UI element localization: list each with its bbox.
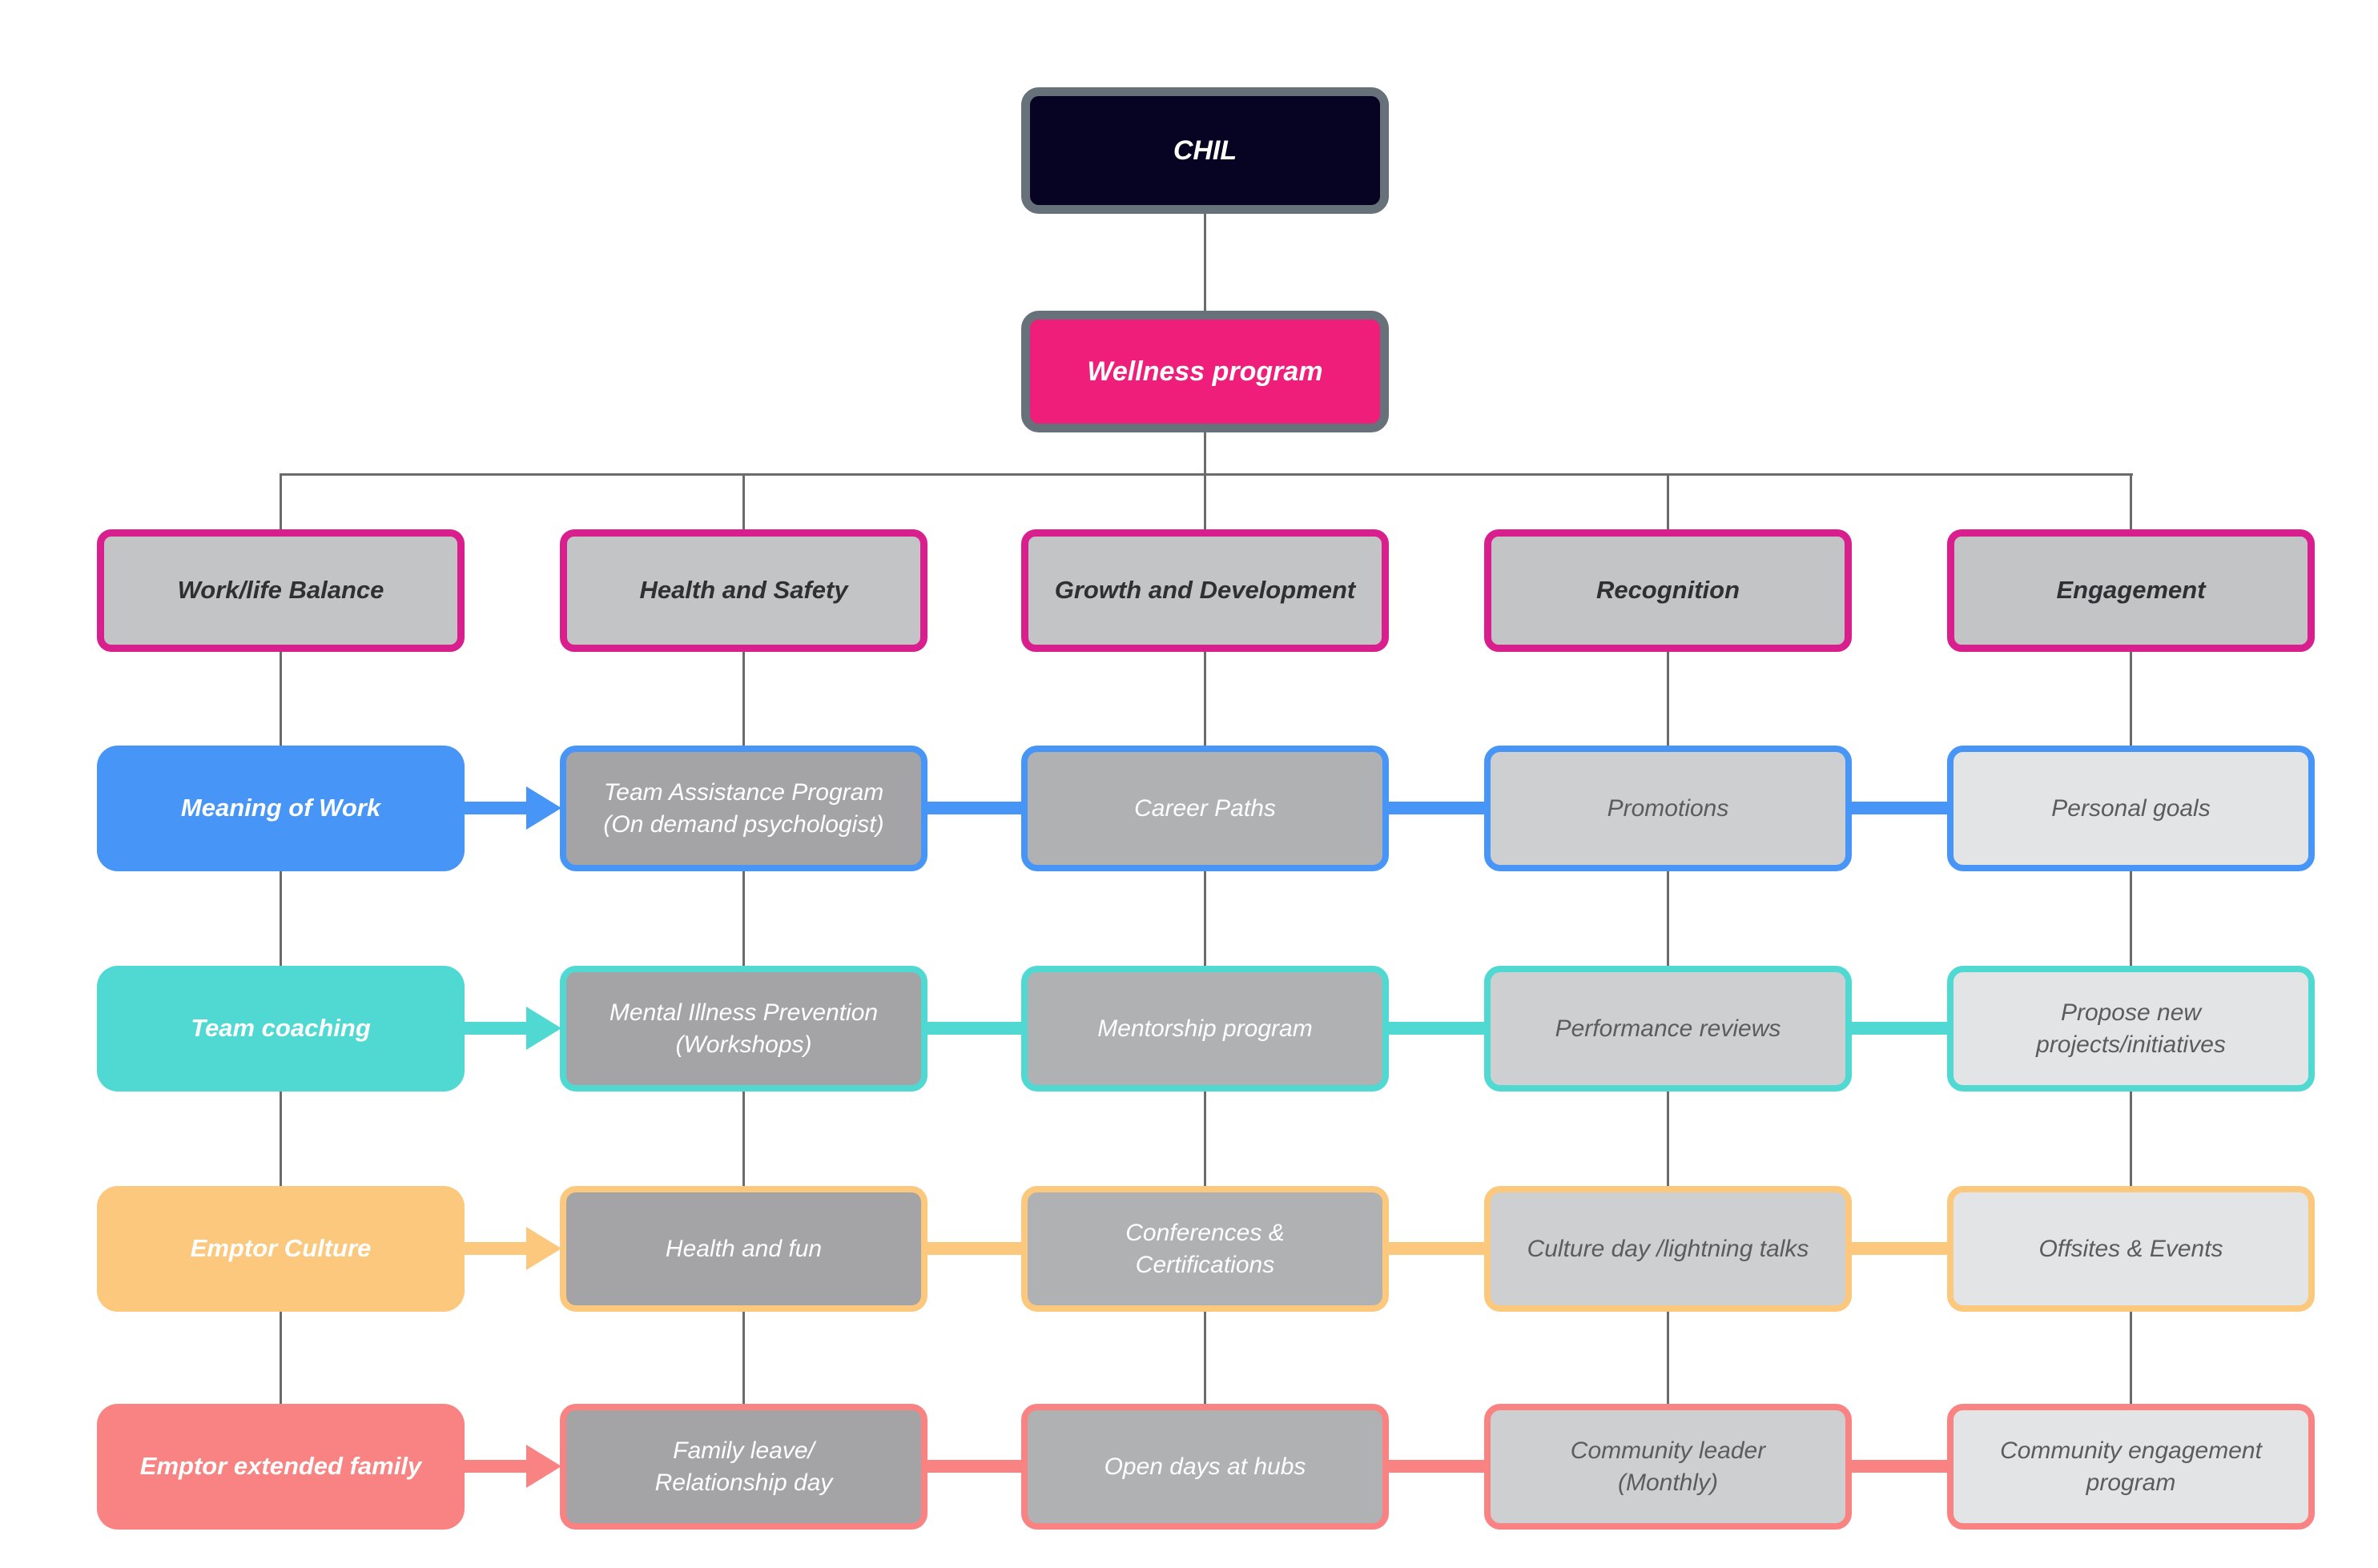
node-emptor-extended-family: Emptor extended family — [97, 1404, 465, 1530]
node-health-and-fun: Health and fun — [560, 1186, 927, 1312]
node-career-paths: Career Paths — [1021, 746, 1389, 871]
connector-bar — [1849, 1460, 1950, 1473]
arrow-right-icon — [526, 786, 561, 830]
node-label: Culture day /lightning talks — [1527, 1235, 1809, 1262]
connector-bar — [1386, 1022, 1487, 1035]
node-label: Promotions — [1607, 794, 1729, 822]
connector-bar — [1849, 802, 1950, 814]
node-label: Meaning of Work — [180, 794, 381, 822]
connector-wellness-stub — [1204, 431, 1206, 475]
node-mentorship-program: Mentorship program — [1021, 966, 1389, 1092]
node-family-leave-relationship-day: Family leave/ Relationship day — [560, 1404, 927, 1530]
node-label: Health and fun — [665, 1235, 823, 1262]
arrow-right-icon — [526, 1227, 561, 1270]
node-label: Personal goals — [2051, 794, 2211, 822]
node-label: Mental Illness Prevention (Workshops) — [609, 999, 879, 1058]
node-label: Recognition — [1595, 576, 1740, 605]
node-label: Emptor Culture — [190, 1234, 372, 1263]
node-offsites-events: Offsites & Events — [1947, 1186, 2315, 1312]
arrow-right-icon — [526, 1445, 561, 1488]
branch-horizontal-line — [280, 473, 2133, 476]
connector-bar — [1386, 802, 1487, 814]
node-open-days-at-hubs: Open days at hubs — [1021, 1404, 1389, 1530]
node-chil: CHIL — [1021, 87, 1389, 214]
node-culture-day-lightning-talks: Culture day /lightning talks — [1484, 1186, 1852, 1312]
node-label: Mentorship program — [1097, 1015, 1313, 1042]
category-recognition: Recognition — [1484, 529, 1852, 652]
node-meaning-of-work: Meaning of Work — [97, 746, 465, 871]
node-label: Career Paths — [1134, 794, 1276, 822]
node-label: Health and Safety — [639, 576, 848, 605]
connector-bar — [924, 1242, 1024, 1255]
connector-bar — [1386, 1460, 1487, 1473]
connector-chil-to-wellness — [1204, 212, 1206, 312]
category-growth-and-development: Growth and Development — [1021, 529, 1389, 652]
node-label: Growth and Development — [1054, 576, 1356, 605]
node-label: Team coaching — [191, 1014, 371, 1043]
arrow-shaft — [462, 1460, 528, 1473]
node-community-engagement-program: Community engagement program — [1947, 1404, 2315, 1530]
node-personal-goals: Personal goals — [1947, 746, 2315, 871]
node-wellness-program: Wellness program — [1021, 311, 1389, 432]
node-label: Team Assistance Program (On demand psych… — [603, 778, 884, 838]
arrow-shaft — [462, 1022, 528, 1035]
node-label: Wellness program — [1087, 356, 1323, 387]
node-label: Conferences & Certifications — [1125, 1219, 1285, 1278]
node-performance-reviews: Performance reviews — [1484, 966, 1852, 1092]
arrow-shaft — [462, 802, 528, 814]
arrow-shaft — [462, 1242, 528, 1255]
category-work-life-balance: Work/life Balance — [97, 529, 465, 652]
node-emptor-culture: Emptor Culture — [97, 1186, 465, 1312]
node-label: Community leader (Monthly) — [1570, 1437, 1766, 1496]
connector-bar — [1386, 1242, 1487, 1255]
arrow-right-icon — [526, 1007, 561, 1050]
node-label: CHIL — [1173, 135, 1237, 166]
connector-bar — [924, 1022, 1024, 1035]
node-conferences-certifications: Conferences & Certifications — [1021, 1186, 1389, 1312]
node-label: Performance reviews — [1555, 1015, 1781, 1042]
connector-bar — [924, 1460, 1024, 1473]
node-label: Family leave/ Relationship day — [654, 1437, 833, 1496]
node-label: Open days at hubs — [1104, 1453, 1306, 1480]
connector-bar — [1849, 1242, 1950, 1255]
connector-bar — [924, 802, 1024, 814]
node-mental-illness-prevention: Mental Illness Prevention (Workshops) — [560, 966, 927, 1092]
node-community-leader: Community leader (Monthly) — [1484, 1404, 1852, 1530]
node-label: Offsites & Events — [2038, 1235, 2223, 1262]
node-label: Community engagement program — [2000, 1437, 2262, 1496]
node-label: Emptor extended family — [139, 1452, 422, 1481]
node-team-assistance-program: Team Assistance Program (On demand psych… — [560, 746, 927, 871]
node-label: Work/life Balance — [177, 576, 384, 605]
node-label: Engagement — [2056, 576, 2206, 605]
node-promotions: Promotions — [1484, 746, 1852, 871]
node-team-coaching: Team coaching — [97, 966, 465, 1092]
node-label: Propose new projects/initiatives — [2036, 999, 2226, 1058]
category-health-and-safety: Health and Safety — [560, 529, 927, 652]
connector-bar — [1849, 1022, 1950, 1035]
node-propose-new-projects: Propose new projects/initiatives — [1947, 966, 2315, 1092]
category-engagement: Engagement — [1947, 529, 2315, 652]
